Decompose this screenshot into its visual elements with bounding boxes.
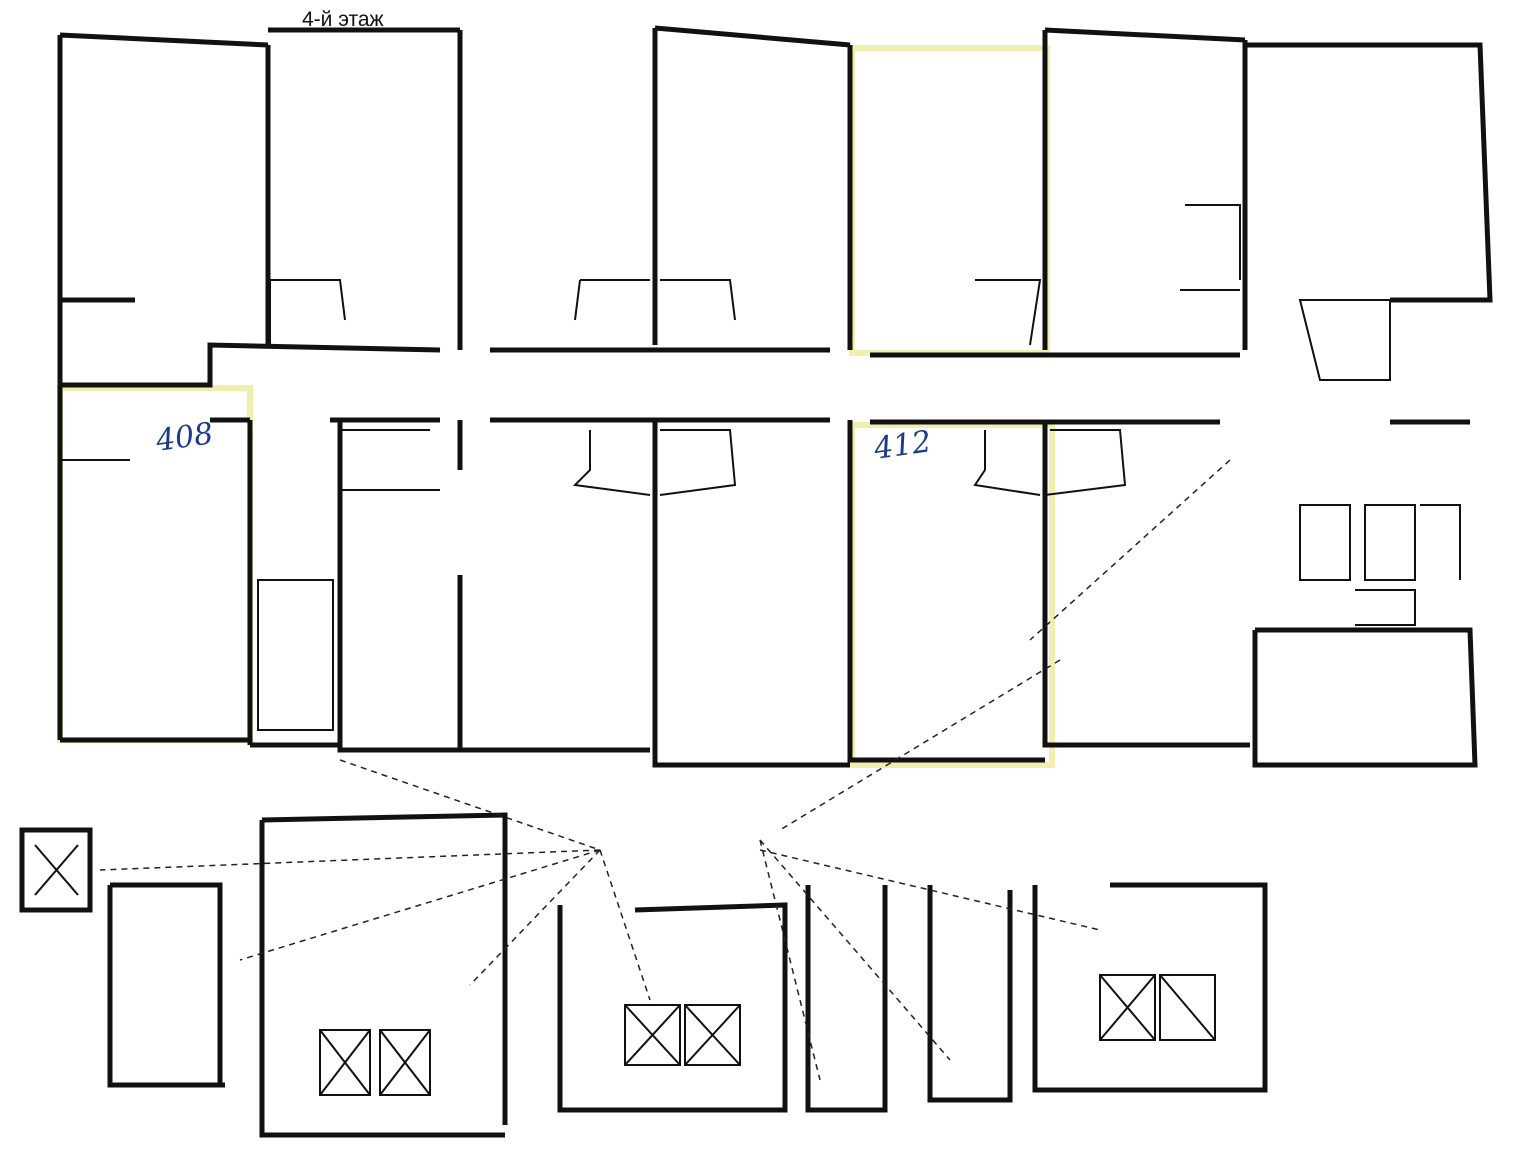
floor-title: 4-й этаж	[302, 8, 384, 31]
bathrooms	[60, 204, 1241, 496]
leader-lines	[99, 459, 1231, 1081]
highlighted-rooms	[57, 45, 1055, 768]
stairs-and-elevators	[257, 299, 1461, 731]
outer-walls	[57, 25, 1493, 768]
corridor-walls	[60, 28, 1470, 750]
detail-drawings	[19, 812, 1268, 1138]
